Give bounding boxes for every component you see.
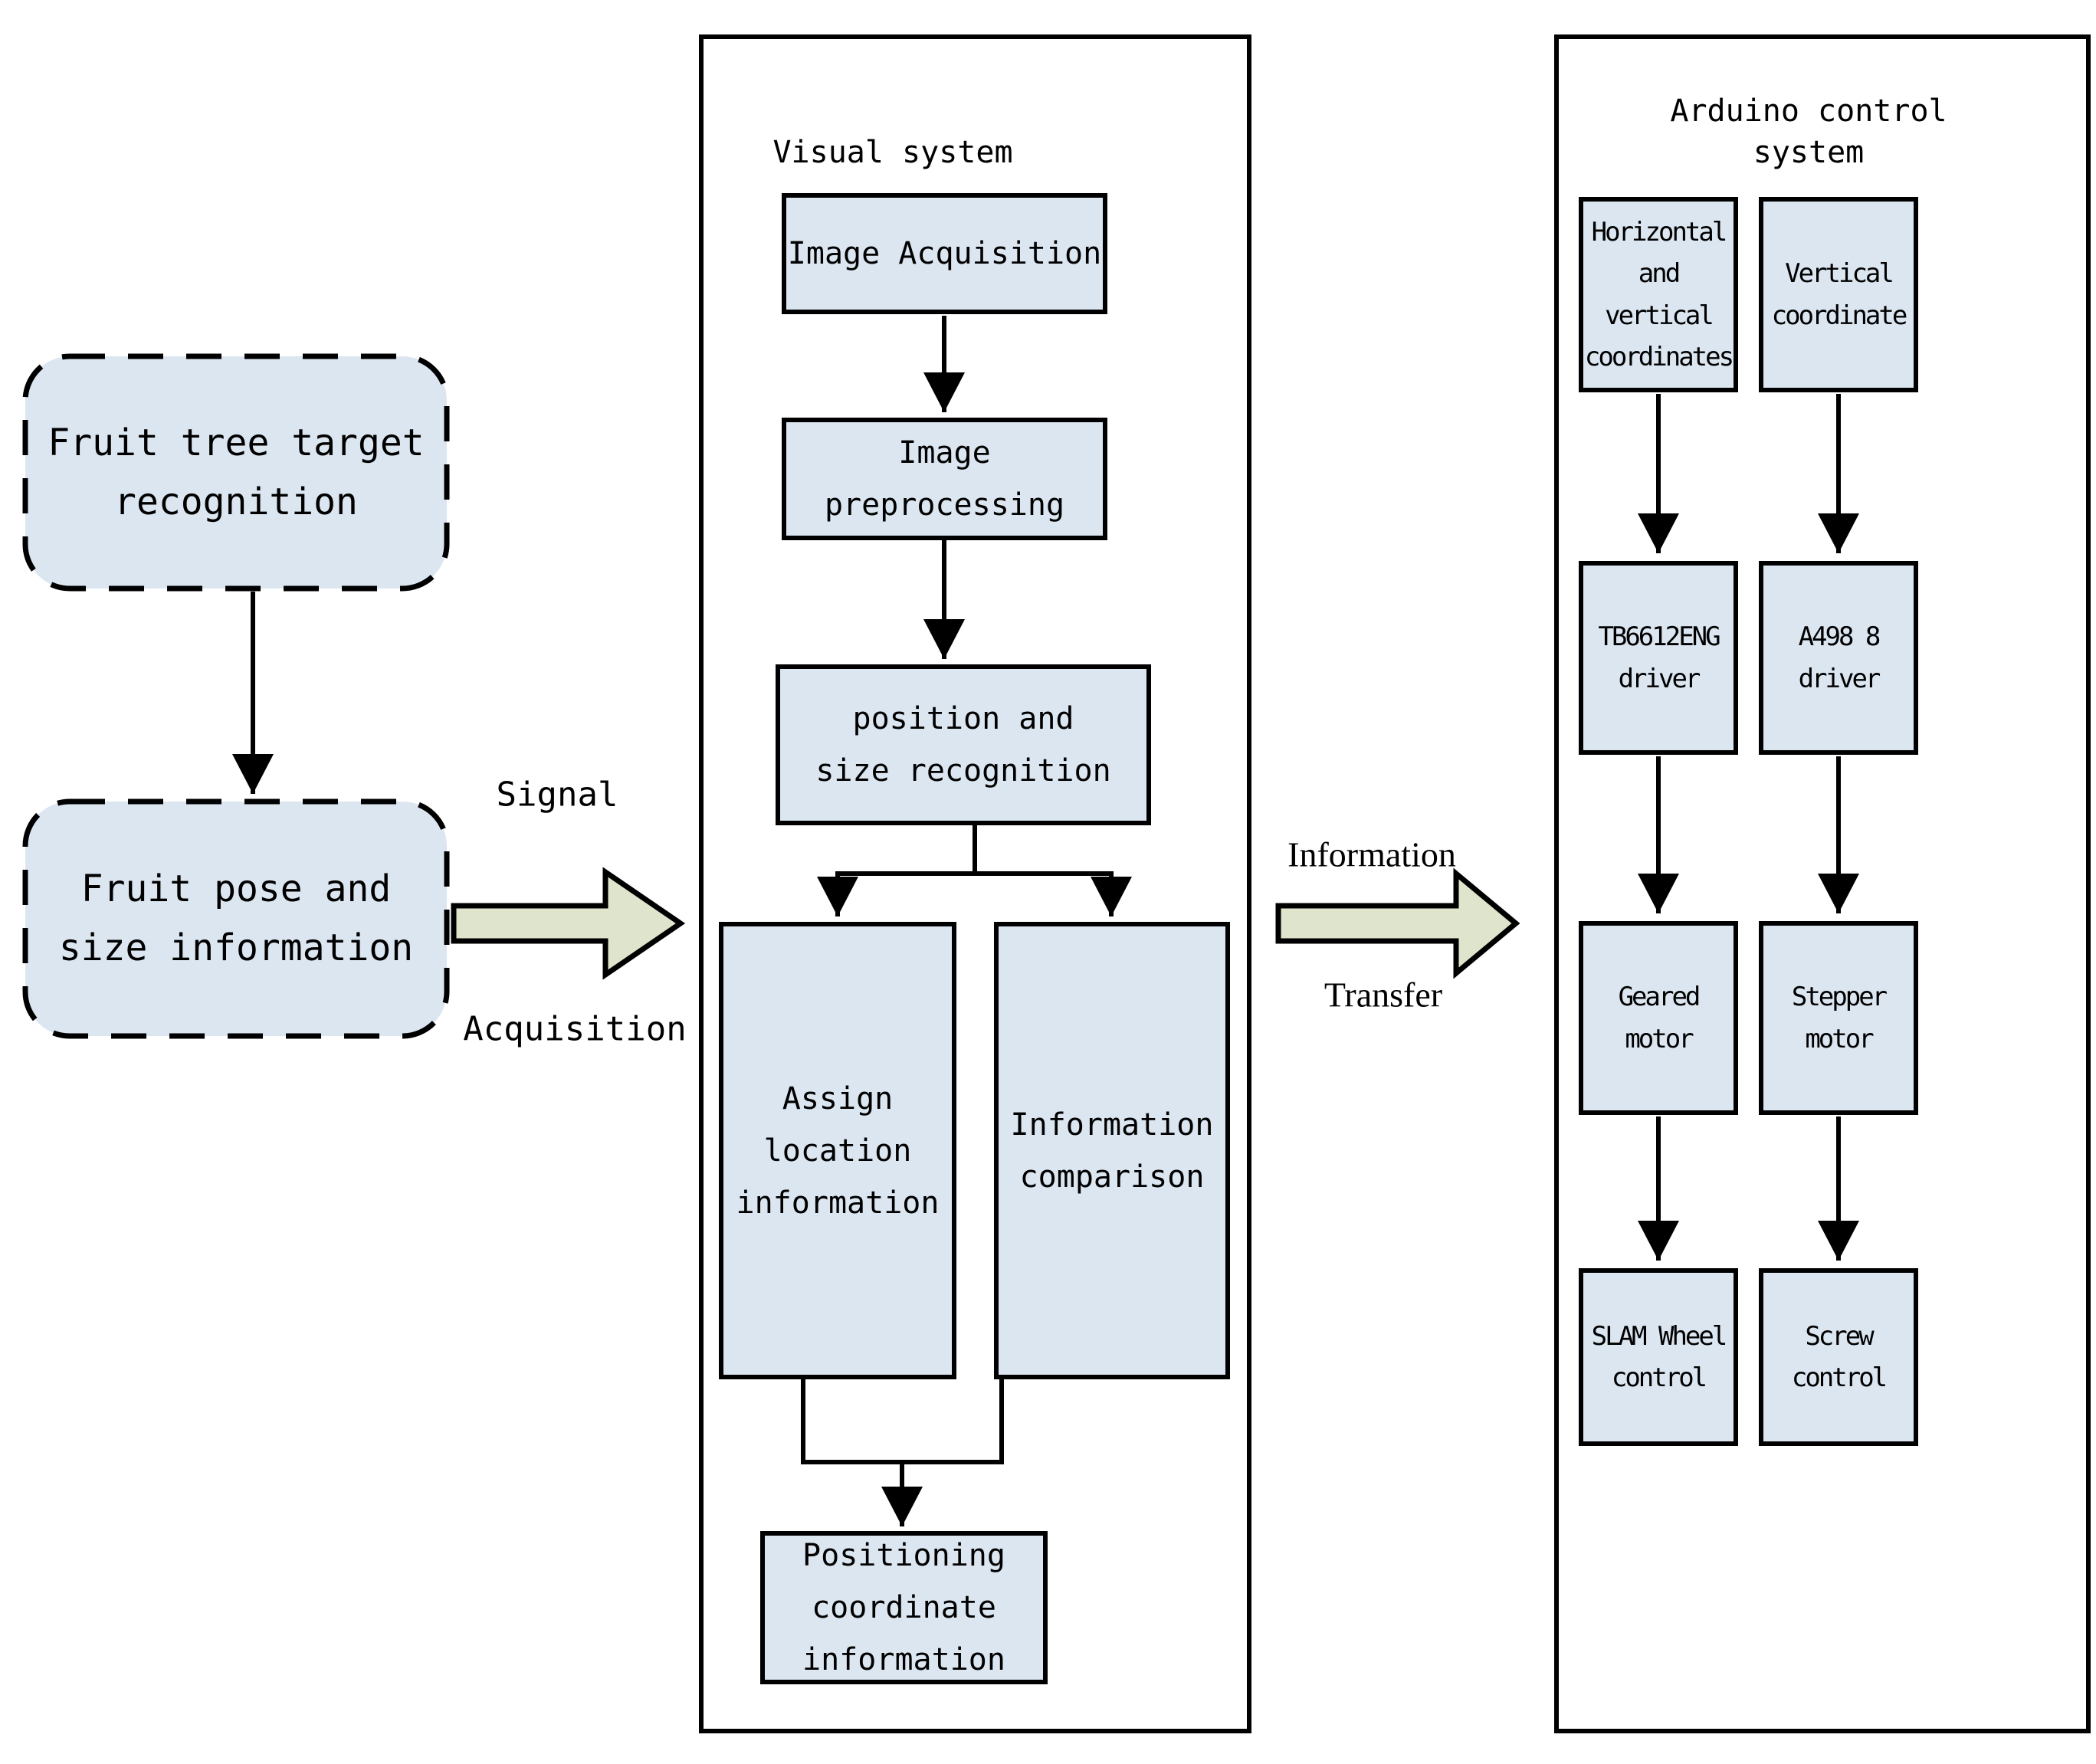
signal-label: Signal — [496, 775, 618, 815]
transfer-label: Transfer — [1324, 975, 1443, 1015]
assign-location-box: Assign location information — [719, 922, 956, 1379]
fruit-pose-size-label: Fruit pose and size information — [58, 867, 414, 969]
a4988-driver-box: A498 8 driver — [1759, 561, 1918, 755]
acquisition-label: Acquisition — [463, 1009, 687, 1049]
positioning-coordinate-box: Positioning coordinate information — [760, 1531, 1048, 1684]
fruit-tree-target-recognition-label: Fruit tree target recognition — [48, 421, 425, 523]
horizontal-vertical-coordinates-box: Horizontal and vertical coordinates — [1579, 197, 1738, 392]
screw-control-box: Screw control — [1759, 1268, 1918, 1446]
position-size-recognition-box: position and size recognition — [776, 664, 1151, 825]
signal-acquisition-block-arrow — [451, 867, 686, 980]
visual-system-title: Visual system — [772, 135, 1013, 170]
geared-motor-box: Geared motor — [1579, 921, 1738, 1115]
arduino-container — [1554, 34, 2091, 1733]
information-comparison-box: Information comparison — [994, 922, 1230, 1379]
tb6612eng-driver-box: TB6612ENG driver — [1579, 561, 1738, 755]
information-transfer-block-arrow — [1275, 867, 1520, 979]
information-label: Information — [1287, 834, 1456, 874]
slam-wheel-control-box: SLAM Wheel control — [1579, 1268, 1738, 1446]
image-acquisition-box: Image Acquisition — [782, 193, 1107, 314]
arduino-title: Arduino control system — [1670, 93, 1947, 170]
vertical-coordinate-box: Vertical coordinate — [1759, 197, 1918, 392]
image-preprocessing-box: Image preprocessing — [782, 418, 1107, 540]
stepper-motor-box: Stepper motor — [1759, 921, 1918, 1115]
visual-system-container — [699, 34, 1251, 1733]
